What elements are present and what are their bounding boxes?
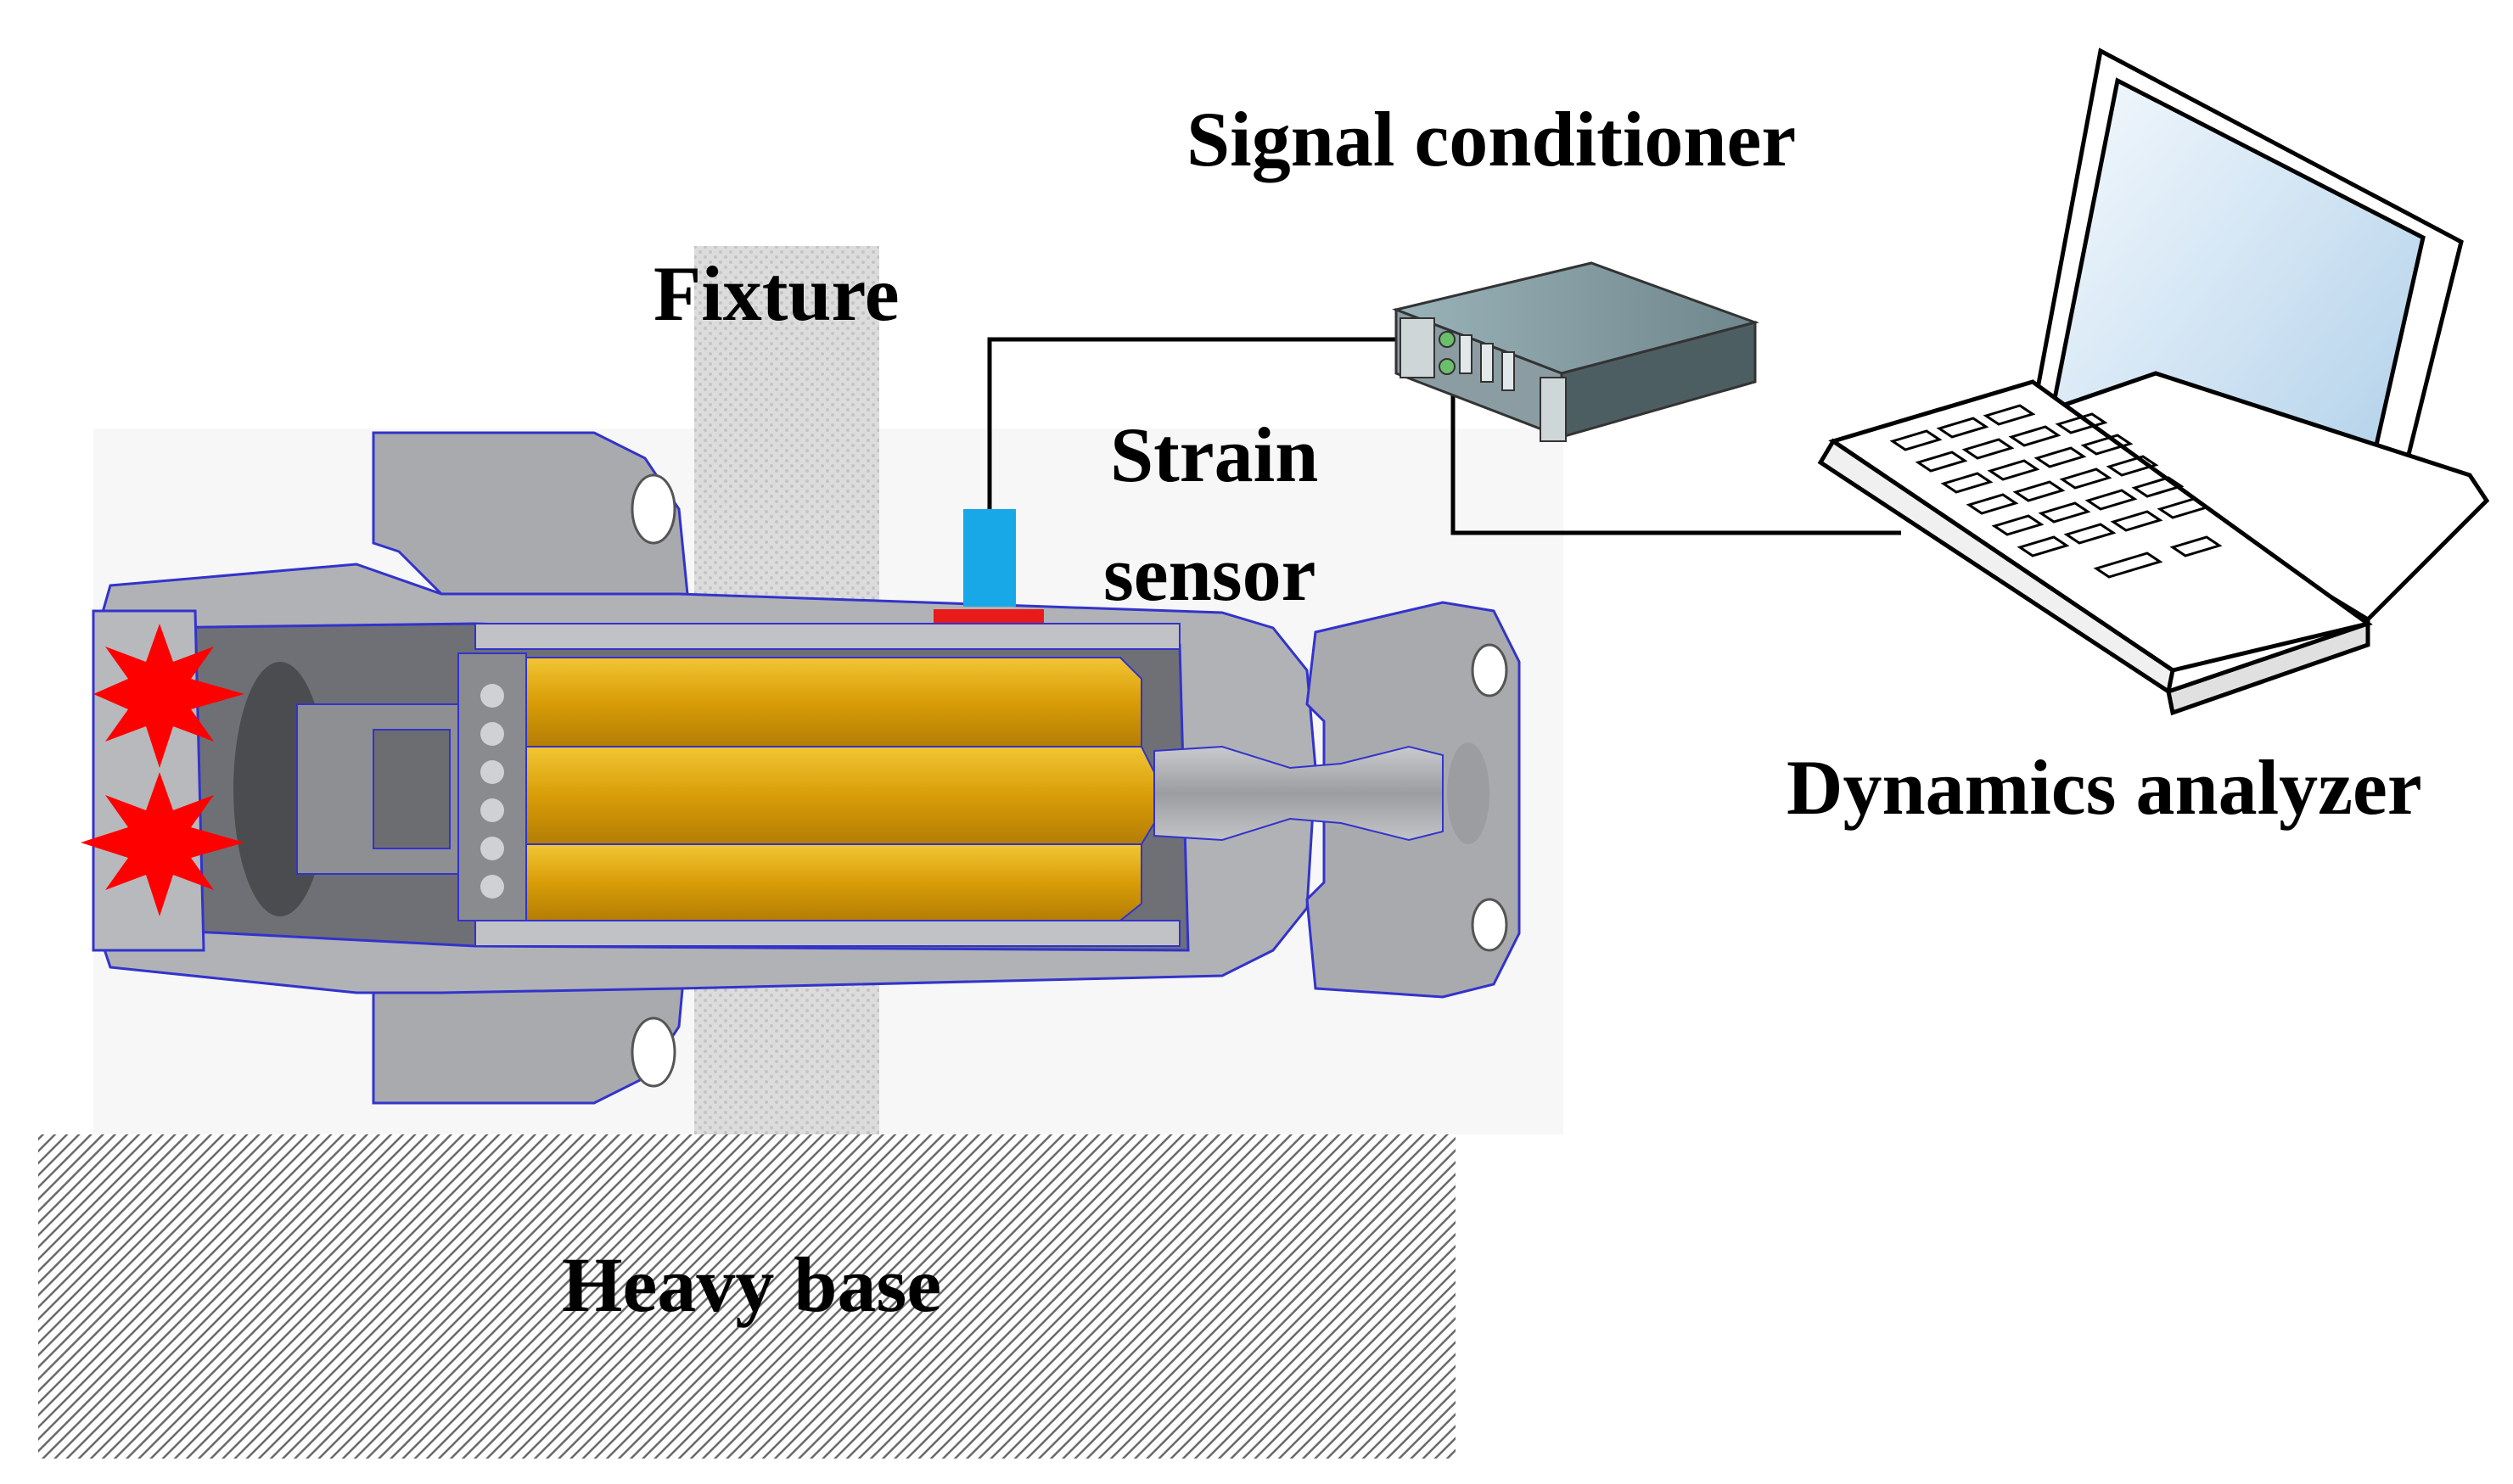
dynamics-analyzer-label: Dynamics analyzer <box>1787 744 2422 831</box>
nozzle-insert <box>1153 742 1489 844</box>
strain-sensor-label-line1: Strain <box>1110 412 1319 498</box>
fixture-label: Fixture <box>653 250 900 337</box>
strain-sensor-label-line2: sensor <box>1103 530 1316 617</box>
explosion-star-icon <box>81 772 244 916</box>
strain-sensor-body <box>963 509 1016 607</box>
analyzer-cable <box>1450 373 1901 535</box>
inner-tube-top <box>474 623 1181 650</box>
perforated-disc <box>457 652 527 921</box>
inner-mechanism <box>233 662 459 916</box>
heavy-base <box>38 1134 1456 1459</box>
gold-core <box>525 657 1155 921</box>
mount-hole <box>631 473 676 545</box>
strain-sensor-pad <box>934 609 1044 623</box>
mount-hole <box>1471 643 1508 697</box>
heavy-base-label: Heavy base <box>562 1241 942 1328</box>
explosion-star-icon <box>93 624 244 768</box>
mount-hole <box>1471 898 1508 952</box>
inner-tube-bottom <box>474 920 1181 947</box>
sensor-cable <box>987 337 1434 509</box>
signal-conditioner-label: Signal conditioner <box>1186 96 1797 182</box>
rack-unit-icon <box>1391 261 1760 442</box>
laptop-keys <box>1889 404 2223 579</box>
mount-hole <box>631 1016 676 1088</box>
laptop-icon <box>1817 48 2490 716</box>
